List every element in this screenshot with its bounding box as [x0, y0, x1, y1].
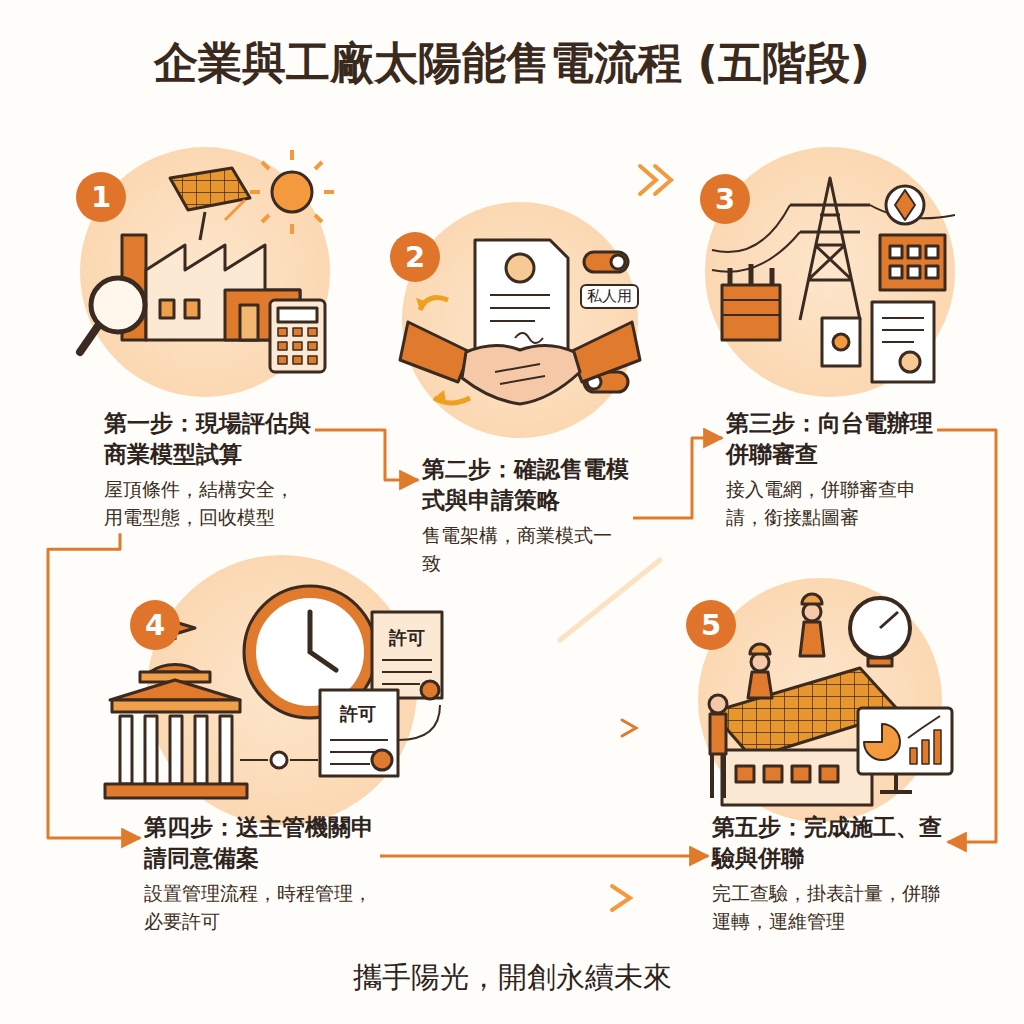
tag-label: 私人用: [580, 284, 639, 309]
step-box: 第四步：送主管機關申請同意備案設置管理流程，時程管理，必要許可: [140, 810, 380, 937]
step-description: 完工查驗，掛表計量，併聯運轉，運維管理: [712, 880, 944, 935]
step-heading: 第五步：完成施工、查驗與併聯: [712, 812, 944, 874]
step-description: 屋頂條件，結構安全，用電型態，回收模型: [104, 476, 311, 531]
step-box: 第二步：確認售電模式與申請策略售電架構，商業模式一致: [418, 452, 633, 579]
step-heading: 第一步：現場評估與商業模型試算: [104, 408, 311, 470]
document-label: 許可: [340, 702, 376, 726]
step-description: 設置管理流程，時程管理，必要許可: [144, 880, 376, 935]
step-heading: 第三步：向台電辦理併聯審查: [726, 408, 933, 470]
callout-number: 1: [76, 172, 126, 222]
flow-arrow: [48, 533, 140, 838]
installation-illustration: [709, 594, 952, 805]
step-box: 第一步：現場評估與商業模型試算屋頂條件，結構安全，用電型態，回收模型: [100, 406, 315, 533]
step-description: 售電架構，商業模式一致: [422, 522, 629, 577]
step-box: 第三步：向台電辦理併聯審查接入電網，併聯審查申請，銜接點圖審: [722, 406, 937, 533]
diagram-title: 企業與工廠太陽能售電流程 (五階段): [10, 34, 1014, 93]
step-backdrops: [80, 147, 955, 825]
flow-arrow: [315, 430, 418, 480]
grid-illustration: [712, 178, 955, 382]
diagram-caption: 攜手陽光，開創永續未來: [10, 958, 1014, 998]
document-label: 許可: [389, 626, 425, 650]
callout-number: 5: [686, 600, 736, 650]
flow-arrow: [380, 855, 708, 858]
callout-number: 3: [700, 174, 750, 224]
government-illustration: [105, 586, 442, 798]
callout-number: 4: [130, 600, 180, 650]
step-box: 第五步：完成施工、查驗與併聯完工查驗，掛表計量，併聯運轉，運維管理: [708, 810, 948, 937]
flow-arrow: [937, 430, 996, 842]
step-description: 接入電網，併聯審查申請，銜接點圖審: [726, 476, 933, 531]
callout-number: 2: [390, 232, 440, 282]
step-heading: 第四步：送主管機關申請同意備案: [144, 812, 376, 874]
step-heading: 第二步：確認售電模式與申請策略: [422, 454, 629, 516]
flow-arrow: [633, 438, 722, 518]
